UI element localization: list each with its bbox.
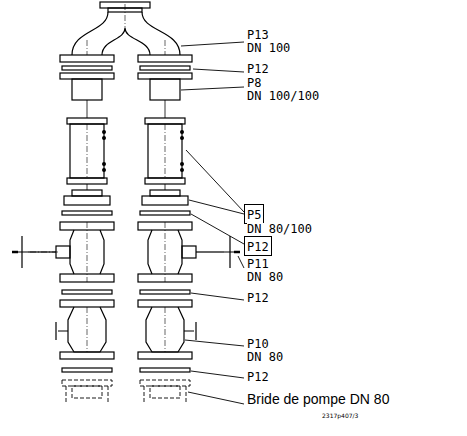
- part-number: P12: [247, 371, 269, 383]
- part-number: P12: [247, 292, 269, 304]
- pump-flange-label: Bride de pompe DN 80: [247, 392, 389, 406]
- part-number: P10: [247, 338, 269, 350]
- drawing-number: 2317p407/3: [322, 413, 358, 419]
- check-valve: [56, 300, 196, 359]
- y-bend: [60, 2, 192, 62]
- nominal-diameter: DN 80/100: [247, 223, 312, 235]
- nominal-diameter: DN 80: [247, 351, 283, 363]
- nominal-diameter: DN 100: [247, 42, 290, 54]
- pump-flange: [62, 380, 190, 404]
- part-number: P11: [247, 258, 269, 270]
- callout-number: P5: [247, 208, 261, 222]
- part-number: P13: [247, 29, 269, 41]
- part-number: P8: [247, 77, 261, 89]
- compensator: [64, 118, 188, 205]
- gasket: [62, 290, 190, 294]
- gasket: [62, 66, 190, 70]
- adapter: [60, 73, 192, 118]
- gasket: [62, 368, 190, 372]
- leader-lines: [181, 42, 244, 404]
- boxed-callout: P12: [244, 236, 272, 256]
- nominal-diameter: DN 80: [247, 271, 283, 283]
- nominal-diameter: DN 100/100: [247, 90, 319, 102]
- boxed-callout: P5: [244, 204, 264, 224]
- callout-number: P12: [247, 240, 269, 254]
- gate-valve: [12, 222, 240, 282]
- gasket: [62, 211, 190, 215]
- part-number: P12: [247, 63, 269, 75]
